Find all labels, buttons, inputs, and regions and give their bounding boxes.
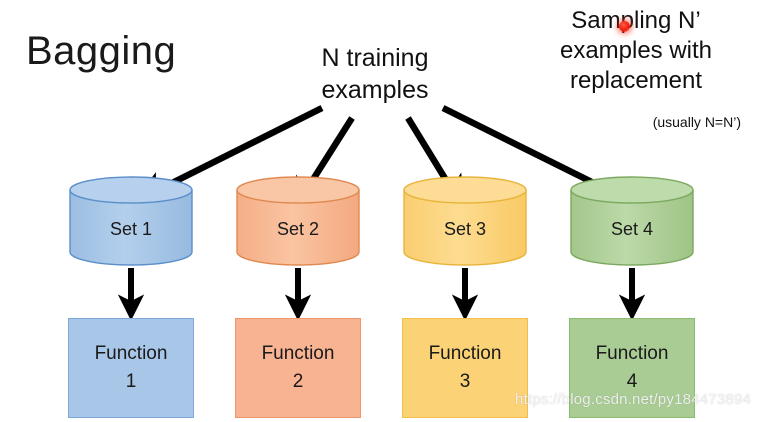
caption-sampling-line3: replacement (569, 66, 703, 94)
caption-n-training-line1: N training (321, 44, 429, 72)
cylinder-set-1[interactable]: Set 1 (68, 175, 194, 267)
cylinder-shape-1 (69, 176, 193, 266)
cylinder-set-2[interactable]: Set 2 (235, 175, 361, 267)
cylinder-label-2: Set 2 (276, 219, 320, 239)
function-box-4[interactable]: Function 4 (569, 318, 695, 418)
cylinder-shape-3 (403, 176, 527, 266)
caption-usually-n-equals-n-prime: (usually N=N’) (652, 114, 741, 130)
cylinder-label-1: Set 1 (109, 219, 153, 239)
cylinder-shape-2 (236, 176, 360, 266)
function-box-3[interactable]: Function 3 (402, 318, 528, 418)
watermark-text: https://blog.csdn.net/py184473894 (515, 391, 751, 408)
caption-sampling-line2: examples with (559, 36, 713, 64)
function-box-2[interactable]: Function 2 (235, 318, 361, 418)
function-box-label-4: Function (595, 343, 669, 365)
function-box-label-2: Function (261, 343, 335, 365)
mouse-cursor-highlight-icon (619, 21, 630, 32)
caption-n-training-line2: examples (321, 76, 429, 104)
function-box-number-1: 1 (125, 371, 137, 392)
cylinder-label-4: Set 4 (610, 219, 654, 239)
cylinder-shape-4 (570, 176, 694, 266)
function-box-label-3: Function (428, 343, 502, 365)
page-title: Bagging (26, 29, 177, 73)
caption-sampling-line1: Sampling N’ (571, 7, 701, 34)
cylinder-label-3: Set 3 (443, 219, 487, 239)
caption-n-training-examples: N training examples (285, 42, 465, 106)
function-box-number-3: 3 (459, 371, 471, 392)
function-box-number-2: 2 (292, 371, 304, 392)
function-box-1[interactable]: Function 1 (68, 318, 194, 418)
function-box-label-1: Function (94, 343, 168, 365)
caption-sampling: Sampling N’ examples with replacement (523, 6, 749, 95)
cylinder-set-3[interactable]: Set 3 (402, 175, 528, 267)
cylinder-set-4[interactable]: Set 4 (569, 175, 695, 267)
function-box-number-4: 4 (626, 371, 638, 392)
